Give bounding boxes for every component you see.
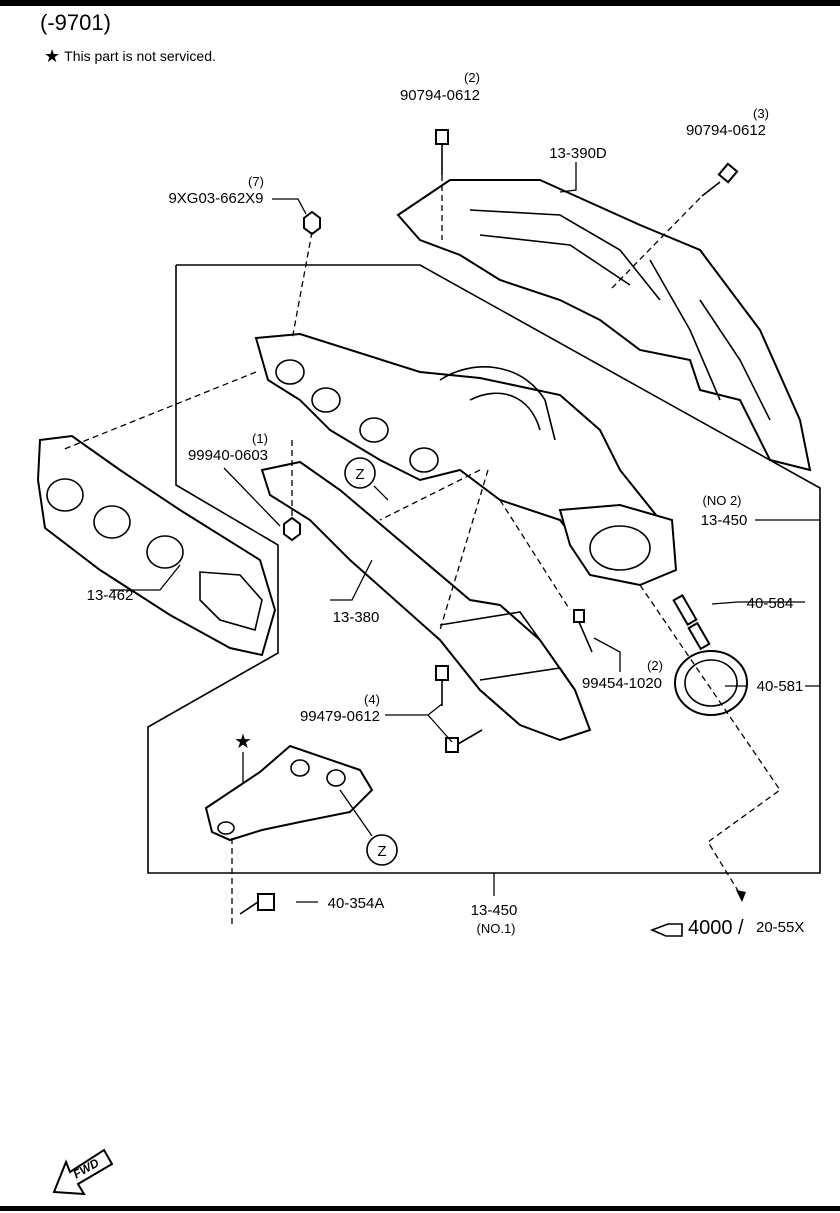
leader-line	[427, 714, 453, 743]
bolt-99454-1020[interactable]	[573, 609, 593, 653]
qty-label: (2)	[647, 658, 663, 673]
part-number-label: 99940-0603	[188, 447, 268, 464]
bolt-99479-0612[interactable]	[435, 665, 483, 753]
leader-line	[385, 703, 443, 716]
note-label: (NO 2)	[703, 493, 742, 508]
arrow-head	[736, 890, 746, 902]
reference-separator: /	[738, 917, 744, 939]
z-marker	[366, 834, 398, 866]
leader-line	[559, 162, 577, 193]
qty-label: (2)	[464, 70, 480, 85]
part-number-label: 13-450	[701, 512, 748, 529]
qty-label: (4)	[364, 692, 380, 707]
ring-gasket-40-581[interactable]	[674, 650, 748, 716]
star-icon: ★	[44, 46, 61, 66]
not-serviced-note: ★This part is not serviced.	[44, 46, 216, 67]
assembly-line	[609, 197, 701, 291]
bolt-40-354a[interactable]	[239, 893, 275, 915]
z-marker-label: Z	[355, 466, 364, 483]
bracket-not-serviced[interactable]	[204, 744, 374, 842]
leader-line	[711, 601, 739, 605]
qty-label: (1)	[252, 431, 268, 446]
bolt-top-90794-0612[interactable]	[435, 129, 449, 175]
leader-line	[330, 559, 373, 601]
assembly-frame	[147, 264, 821, 874]
part-number-label: 99479-0612	[300, 708, 380, 725]
part-number-label: 13-462	[87, 587, 134, 604]
note-label: (NO.1)	[477, 921, 516, 936]
part-number-label: 40-584	[747, 595, 794, 612]
qty-label: (7)	[248, 174, 264, 189]
z-marker-label: Z	[377, 843, 386, 860]
reference-section: 20-55X	[756, 919, 804, 936]
assembly-line	[639, 584, 781, 895]
qty-label: (3)	[753, 106, 769, 121]
part-number-label: 99454-1020	[582, 675, 662, 692]
part-number-label: 90794-0612	[686, 122, 766, 139]
part-number-label: 40-581	[757, 678, 804, 695]
part-number-label: 9XG03-662X9	[168, 190, 263, 207]
bottom-border	[0, 1206, 840, 1211]
reference-page: 4000	[688, 917, 733, 939]
leader-line	[339, 789, 373, 837]
fwd-arrow-icon: FWD	[52, 1148, 114, 1196]
pointing-hand-icon	[649, 923, 683, 937]
assembly-line	[439, 469, 489, 631]
assembly-line	[61, 371, 257, 451]
top-border	[0, 0, 840, 6]
nut-9xg03-662x9[interactable]	[303, 210, 321, 236]
exhaust-manifold-13-380[interactable]	[254, 332, 678, 587]
page-title: (-9701)	[40, 10, 111, 35]
manifold-gasket-13-462[interactable]	[36, 434, 277, 657]
leader-line	[272, 198, 307, 215]
lower-shield[interactable]	[260, 460, 592, 742]
star-icon: ★	[234, 731, 252, 753]
bolt-right-90794-0612[interactable]	[701, 162, 739, 197]
stud-40-584[interactable]	[672, 594, 711, 651]
leader-line	[593, 637, 621, 672]
part-number-label: 40-354A	[328, 895, 385, 912]
leader-line	[755, 519, 821, 687]
heat-insulator-13-390d[interactable]	[396, 179, 812, 472]
cross-reference-link[interactable]: 4000 / 20-55X	[649, 917, 804, 939]
assembly-line	[379, 469, 481, 521]
part-number-label: 13-390D	[549, 145, 607, 162]
z-marker	[344, 457, 376, 489]
nut-99940-0603[interactable]	[283, 516, 301, 542]
part-number-label: 13-450	[471, 902, 518, 919]
leader-line	[223, 467, 281, 527]
leader-line	[110, 564, 181, 591]
part-number-label: 13-380	[333, 609, 380, 626]
assembly-line	[499, 499, 571, 611]
part-number-label: 90794-0612	[400, 87, 480, 104]
assembly-line	[291, 231, 313, 341]
leader-line	[373, 485, 389, 501]
note-text: This part is not serviced.	[64, 48, 216, 64]
